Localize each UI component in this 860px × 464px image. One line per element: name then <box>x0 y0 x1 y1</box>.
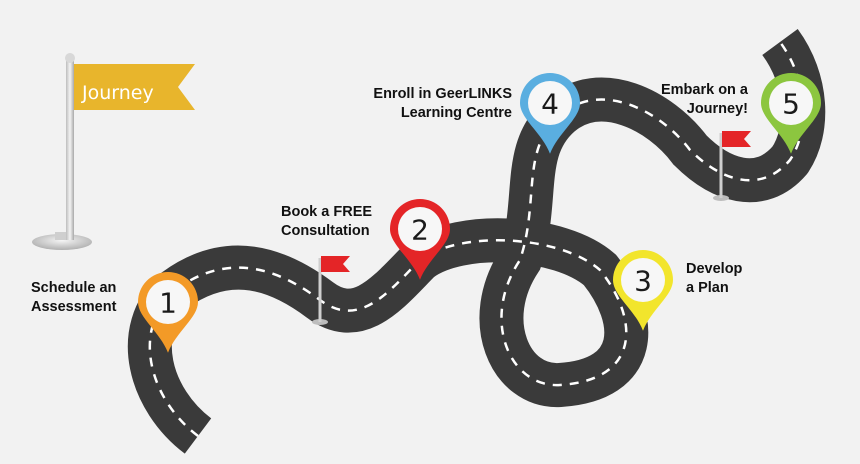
winding-road <box>127 28 826 454</box>
step-3-number: 3 <box>634 265 652 298</box>
map-pin-icon: 5 <box>761 73 821 154</box>
step-1-label: Schedule an Assessment <box>31 280 117 315</box>
road-flag-icon <box>312 256 350 325</box>
step-2-number: 2 <box>411 214 429 247</box>
step-2-label: Book a FREE Consultation <box>281 204 373 239</box>
banner-flag-icon: Journey <box>32 53 195 250</box>
map-pin-icon: 2 <box>390 199 450 280</box>
journey-flag-label: Journey <box>81 82 154 104</box>
road-center-line <box>148 41 805 437</box>
step-5-label: Embark on a Journey! <box>660 82 748 117</box>
step-4-number: 4 <box>541 88 559 121</box>
step-4-label: Enroll in GeerLINKS Learning Centre <box>373 86 512 121</box>
step-5-number: 5 <box>782 88 800 121</box>
map-pin-icon: 3 <box>613 250 673 331</box>
map-pin-icon: 1 <box>138 272 198 353</box>
step-1-number: 1 <box>159 287 177 320</box>
map-pin-icon: 4 <box>520 73 580 154</box>
step-3-label: Develop a Plan <box>686 261 743 296</box>
road-flag-icon <box>713 131 751 201</box>
